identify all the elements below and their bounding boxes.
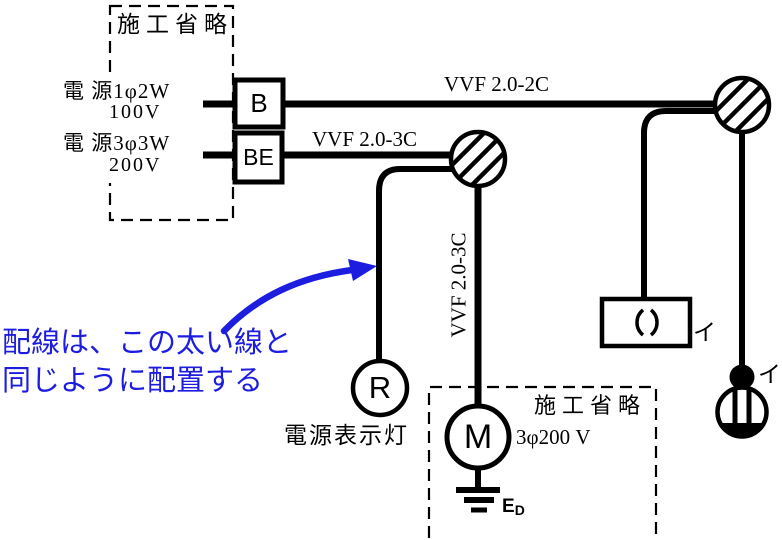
cable-label-3c-vertical: VVF 2.0-3C [446, 232, 471, 338]
label-backdrop [58, 77, 208, 183]
motor-circle [444, 403, 512, 471]
source2-voltage: 200V [109, 154, 162, 176]
cable-label-3c: VVF 2.0-3C [312, 127, 418, 151]
cable-label-2c: VVF 2.0-2C [444, 72, 550, 96]
junction-box-icon-right [712, 75, 772, 135]
breaker-b-label: B [250, 88, 268, 119]
wire-to-ceiling-rose [641, 108, 742, 302]
source2-label: 電 源3φ3W [63, 131, 171, 155]
source1-label: 電 源1φ2W [63, 79, 171, 103]
source1-voltage: 100V [109, 101, 162, 123]
ground-symbol-icon [456, 466, 500, 513]
breaker-b-box [232, 77, 286, 130]
motor-letter: M [463, 417, 493, 456]
annotation-arrow [220, 259, 377, 335]
breaker-be-label: BE [243, 144, 274, 171]
pendant-switch-mark: イ [758, 362, 781, 387]
ceiling-rose-switch-mark: イ [693, 320, 716, 345]
wire-to-pilot-lamp [376, 166, 478, 364]
pendant-light-icon [715, 364, 769, 439]
pilot-lamp-caption: 電源表示灯 [284, 423, 409, 448]
ground-label-sub: D [514, 502, 525, 518]
ground-label: ED [502, 496, 525, 518]
ground-label-main: E [502, 496, 515, 517]
pilot-lamp-letter: R [368, 370, 392, 406]
pilot-lamp-circle [350, 358, 410, 418]
annotation-line1: 配線は、この太い線と [2, 327, 293, 359]
motor-rating: 3φ200 V [516, 425, 591, 449]
breaker-be-box [232, 130, 285, 185]
motor-omission-label: 施工省略 [534, 393, 647, 418]
annotation-line2: 同じように配置する [2, 365, 264, 397]
junction-box-icon-mid [448, 129, 508, 189]
source-omission-label: 施工省略 [117, 12, 233, 37]
ceiling-rose-box-icon [599, 296, 693, 349]
